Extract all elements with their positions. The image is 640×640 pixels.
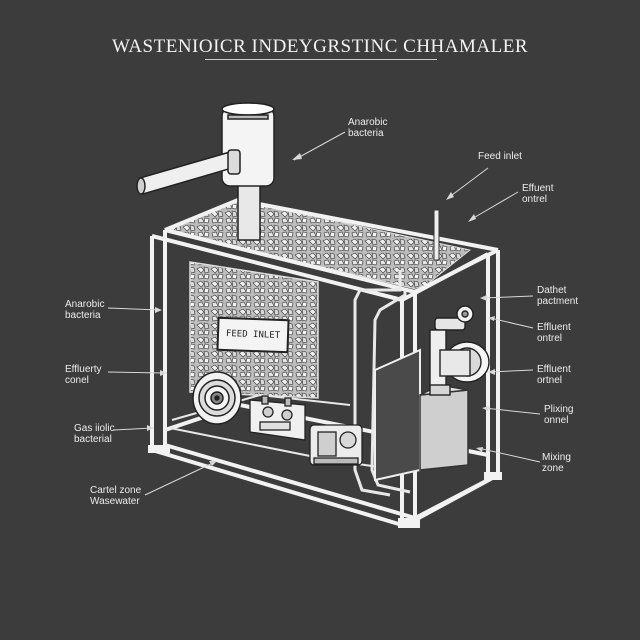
leader-arrowheads — [147, 153, 495, 466]
overflow-tube — [353, 270, 411, 497]
pump-motor — [192, 371, 242, 425]
label-gas-iiolic-bacterial: Gas iiolic bacterial — [74, 423, 115, 445]
label-effluerty-conel: Effluerty conel — [65, 364, 102, 386]
tank-feet — [148, 445, 502, 528]
label-effluent-ortnel: Effluent ortnel — [537, 364, 571, 386]
label-left-anarobic-bacteria: Anarobic bacteria — [65, 299, 105, 321]
label-effuent-ontrel: Effuent ontrel — [522, 183, 554, 205]
vent-pipe — [433, 209, 440, 261]
title-underline — [205, 59, 437, 60]
feed-inlet-pipe — [136, 102, 275, 241]
diagram-title: WASTENIOICR INDEYGRSTINC CHHAMALER — [112, 36, 528, 57]
label-dathet-pactment: Dathet pactment — [537, 285, 579, 307]
leader-lines — [107, 131, 541, 496]
label-mixing-zone: Mixing zone — [542, 452, 571, 474]
label-feed-inlet: Feed inlet — [478, 151, 522, 162]
label-plixing-onnel: Plixing onnel — [544, 404, 574, 426]
label-top-anarobic-bacteria: Anarobic bacteria — [348, 117, 388, 139]
control-board — [249, 395, 306, 441]
mixing-chamber — [374, 348, 469, 482]
label-cartel-zone-wasewater: Cartel zone Wasewater — [90, 485, 142, 507]
label-effluent-ontrel: Effluent ontrel — [537, 322, 571, 344]
effluent-valve — [429, 305, 490, 396]
compressor — [309, 424, 363, 466]
feed-inlet-sign: FEED INLET — [216, 316, 290, 354]
